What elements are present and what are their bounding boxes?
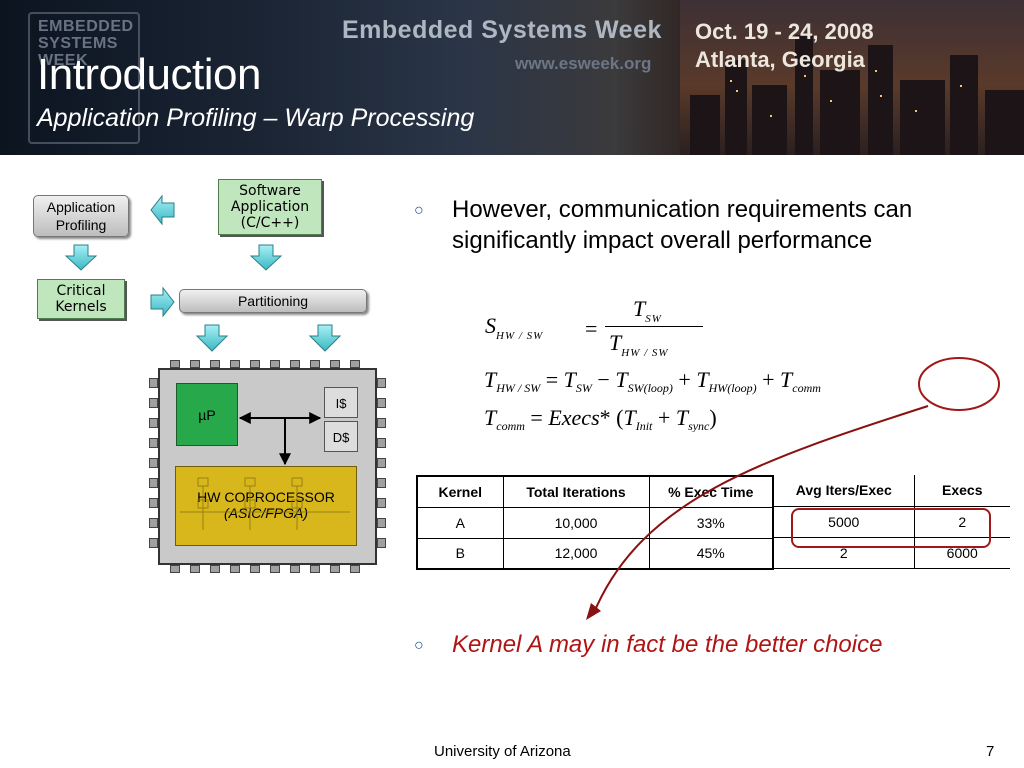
esweek-logo [28,12,140,144]
chip-pin [377,518,386,528]
chip-pin [149,478,158,488]
formula-speedup: SHW / SW = TSW THW / SW [485,296,725,359]
chip-pin [270,565,280,573]
chip-pin [290,360,300,368]
formula-t-comm: Tcomm = Execs* (TInit + Tsync) [484,405,717,432]
slide-subtitle: Application Profiling – Warp Processing [37,104,475,132]
arrow-down-icon [308,324,342,352]
event-website: www.esweek.org [515,54,652,73]
chip-pin [210,360,220,368]
city-skyline-image [680,0,1024,155]
chip-pin [350,565,360,573]
dcache-block: D$ [324,421,358,452]
chip-pin [149,378,158,388]
chip-pin [377,498,386,508]
page-number: 7 [986,743,995,760]
chip-pin [350,360,360,368]
chip-pin [377,378,386,388]
chip-pin [377,438,386,448]
critical-kernels-box: Critical Kernels [37,279,125,319]
chip-pin [270,360,280,368]
chip-pin [310,360,320,368]
esweek-logo-text: EMBEDDED SYSTEMS WEEK [38,18,134,69]
bullet-marker: ○ [414,202,424,219]
microprocessor-block: µP [176,383,238,446]
execs-table: Avg Iters/Exec Execs 5000 2 2 6000 [774,475,1010,569]
bullet-kernel-a: Kernel A may in fact be the better choic… [452,631,883,658]
chip-pin [149,518,158,528]
event-dates: Oct. 19 - 24, 2008 Atlanta, Georgia [695,19,874,72]
chip-pin [170,360,180,368]
chip-pin [330,360,340,368]
chip-pin [149,438,158,448]
table-row: 5000 2 [774,505,1010,538]
chip-pin [149,418,158,428]
icache-block: I$ [324,387,358,418]
chip-pin [230,565,240,573]
chip-pin [149,458,158,468]
table-row: B 12,000 45% [416,537,774,570]
formula-t-hwsw: THW / SW = TSW − TSW(loop) + THW(loop) +… [484,367,821,395]
arrow-down-icon [64,244,98,271]
formula-time-terms: THW / SW = TSW − TSW(loop) + THW(loop) +… [484,367,821,432]
annotation-arrowhead-icon [586,603,601,620]
chip-pin [377,478,386,488]
arrow-down-icon [249,244,283,271]
arrow-down-icon [195,324,229,352]
footer-institution: University of Arizona [434,743,571,760]
table-row: 2 6000 [774,536,1010,569]
bullet-marker: ○ [414,637,424,654]
chip-pin [149,398,158,408]
chip-pin [377,398,386,408]
arrow-left-icon [150,194,175,226]
partitioning-box: Partitioning [179,289,367,313]
chip-pin [190,360,200,368]
bullet-communication: However, communication requirements can … [452,196,913,254]
chip-pin [377,418,386,428]
chip-pin [310,565,320,573]
chip-pin [149,538,158,548]
table-header-row: Kernel Total Iterations % Exec Time [416,475,774,508]
chip-pin [230,360,240,368]
event-name: Embedded Systems Week [342,16,662,44]
chip-pin [149,498,158,508]
chip-pin [210,565,220,573]
software-application-box: Software Application (C/C++) [218,179,322,235]
arrow-right-icon [150,286,175,318]
kernel-table: Kernel Total Iterations % Exec Time A 10… [416,475,774,570]
chip-pin [250,360,260,368]
chip-pin [190,565,200,573]
table-header-row: Avg Iters/Exec Execs [774,475,1010,507]
header-banner: EMBEDDED SYSTEMS WEEK Embedded Systems W… [0,0,1024,155]
chip-pin [377,458,386,468]
chip-pin [250,565,260,573]
slide-title: Introduction [37,50,261,99]
chip-pin [290,565,300,573]
application-profiling-box: Application Profiling [33,195,129,237]
table-row: A 10,000 33% [416,506,774,539]
chip-pin [170,565,180,573]
hw-coprocessor-block: HW COPROCESSOR (ASIC/FPGA) [175,466,357,546]
chip-pin [330,565,340,573]
chip-pin [377,538,386,548]
